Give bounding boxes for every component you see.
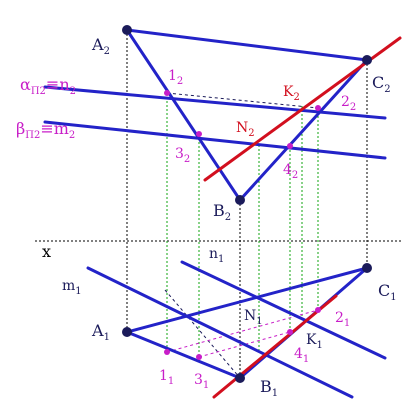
label-21: 21 bbox=[335, 310, 350, 329]
point-a1 bbox=[122, 327, 132, 337]
intersection-lines bbox=[203, 36, 402, 399]
edge-b2-c2 bbox=[238, 58, 369, 202]
point-b1 bbox=[235, 373, 245, 383]
hidden-lines bbox=[164, 92, 319, 379]
hidden-1-2-h bbox=[166, 309, 319, 353]
point-a2 bbox=[122, 25, 132, 35]
label-11: 11 bbox=[159, 368, 174, 387]
edge-a1-b1 bbox=[125, 330, 242, 380]
line-n1 bbox=[180, 260, 387, 360]
label-axis-x: x bbox=[42, 242, 51, 261]
hidden-12 bbox=[166, 92, 319, 109]
point-32 bbox=[196, 131, 202, 137]
line-kn-1 bbox=[212, 294, 338, 399]
label-22: 22 bbox=[341, 94, 356, 113]
label-n2: N2 bbox=[236, 120, 255, 139]
label-42: 42 bbox=[283, 162, 298, 181]
points bbox=[122, 25, 372, 383]
edge-a2-c2 bbox=[125, 28, 369, 62]
hidden-3-4-h bbox=[198, 331, 291, 358]
frontal-projection bbox=[43, 28, 387, 202]
label-a1: A1 bbox=[91, 321, 110, 343]
label-12: 12 bbox=[168, 68, 183, 87]
point-22 bbox=[315, 105, 321, 111]
hidden-lines-magenta bbox=[166, 309, 319, 358]
point-21 bbox=[315, 307, 321, 313]
line-n2 bbox=[43, 85, 387, 120]
label-41: 41 bbox=[294, 346, 309, 365]
label-k2: K2 bbox=[283, 84, 300, 103]
label-b2: B2 bbox=[213, 201, 231, 223]
label-m1: m1 bbox=[62, 278, 82, 297]
line-m2 bbox=[43, 120, 387, 160]
label-beta-plane: βП2≡m2 bbox=[16, 119, 75, 141]
line-m1 bbox=[86, 266, 354, 399]
label-alpha-plane: αП2≡n2 bbox=[20, 75, 76, 97]
label-c2: C2 bbox=[372, 73, 391, 95]
label-n1: n1 bbox=[209, 246, 224, 265]
label-nn1: N1 bbox=[244, 308, 263, 327]
point-42 bbox=[287, 143, 293, 149]
hidden-ab-top bbox=[164, 289, 241, 379]
label-b1: B1 bbox=[260, 377, 278, 399]
label-c1: C1 bbox=[378, 281, 397, 303]
point-41 bbox=[287, 329, 293, 335]
edge-a1-c1 bbox=[125, 266, 369, 334]
construction-links bbox=[166, 93, 319, 357]
edge-a2-b2 bbox=[125, 28, 242, 202]
point-12 bbox=[164, 90, 170, 96]
label-k1: K1 bbox=[306, 332, 323, 351]
point-c2 bbox=[362, 55, 372, 65]
point-b2 bbox=[235, 195, 245, 205]
point-11 bbox=[164, 349, 170, 355]
point-c1 bbox=[362, 263, 372, 273]
label-a2: A2 bbox=[91, 35, 110, 57]
label-32: 32 bbox=[175, 146, 190, 165]
point-31 bbox=[196, 354, 202, 360]
label-31: 31 bbox=[194, 372, 209, 391]
